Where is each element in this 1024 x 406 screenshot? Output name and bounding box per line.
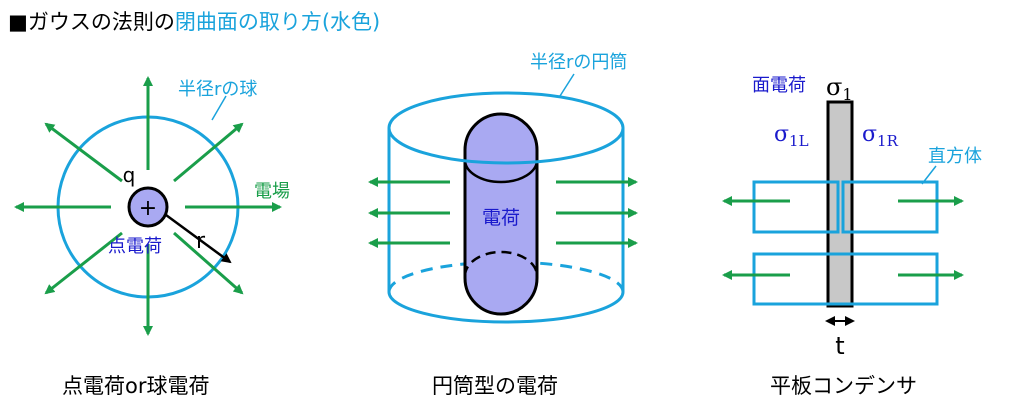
gaussian-box-lower xyxy=(752,252,939,306)
box-label: 直方体 xyxy=(928,146,982,167)
panel-point-charge: + q r 半径rの球 電場 点電荷 xyxy=(14,76,290,336)
cylinder-field-lines xyxy=(368,177,638,248)
sphere-label: 半径rの球 xyxy=(178,79,257,100)
caption-point-charge: 点電荷or球電荷 xyxy=(62,374,210,398)
radius-arrow xyxy=(165,213,232,264)
charge-symbol-q: q xyxy=(123,163,136,187)
rod-bottom-hidden-edge xyxy=(463,250,539,277)
sigma-1L-label: σ1L xyxy=(774,122,809,150)
gaussian-box-upper-left xyxy=(752,180,840,234)
sigma-1R-label: σ1R xyxy=(862,122,899,150)
field-line-upper-right xyxy=(173,122,244,183)
rod-charge-label: 電荷 xyxy=(482,207,520,229)
radial-field-lines xyxy=(14,76,282,336)
radius-label: r xyxy=(196,229,206,254)
gaussian-box-upper-right xyxy=(841,180,939,234)
field-line-lower-left xyxy=(44,231,123,295)
plate-field-lines xyxy=(722,196,964,280)
panel-plate-capacitor: 面電荷 σ1 σ1L σ1R 直方体 t xyxy=(722,73,982,360)
field-line-lower-right xyxy=(173,231,244,295)
cylinder-label: 半径rの円筒 xyxy=(530,52,627,73)
title-highlight: 閉曲面の取り方(水色) xyxy=(174,10,381,34)
surface-charge-label: 面電荷 xyxy=(752,75,806,96)
charged-plate xyxy=(826,100,854,308)
field-line-upper-left xyxy=(44,122,123,183)
field-label: 電場 xyxy=(254,181,290,202)
box-label-leader xyxy=(921,165,937,185)
thickness-label: t xyxy=(835,332,844,360)
title-prefix: ■ガウスの法則の xyxy=(8,10,175,34)
sigma-1-label: σ1 xyxy=(826,73,853,104)
panel-cylinder-charge: 電荷 半径rの円筒 xyxy=(368,52,638,324)
cylinder-bottom-front xyxy=(387,291,625,324)
cylinder-label-leader xyxy=(559,73,575,97)
point-charge-label: 点電荷 xyxy=(108,236,162,257)
caption-plate-capacitor: 平板コンデンサ xyxy=(770,374,917,398)
page-title: ■ガウスの法則の閉曲面の取り方(水色) xyxy=(8,6,380,36)
charge-sign: + xyxy=(139,196,157,221)
point-charge xyxy=(127,186,169,228)
caption-cylinder-charge: 円筒型の電荷 xyxy=(432,374,558,398)
sphere-label-leader xyxy=(211,95,227,121)
rod-top-ellipse-edge xyxy=(463,159,539,184)
